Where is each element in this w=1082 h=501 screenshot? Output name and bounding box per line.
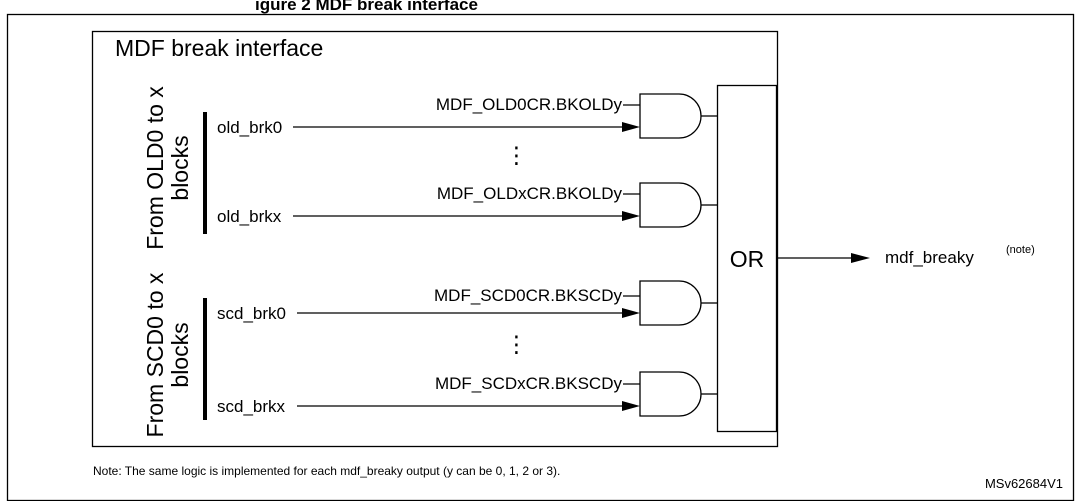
arrow-scd-brkx (622, 401, 640, 411)
old-group-label-line2: blocks (167, 135, 193, 200)
and-gate-scdx (639, 371, 702, 417)
arrow-scd-brk0 (622, 308, 640, 318)
ellipsis-old: ⋮ (505, 142, 528, 168)
arrow-old-brk0 (622, 122, 640, 132)
or-block (716, 84, 778, 433)
ellipsis-scd: ⋮ (505, 331, 528, 357)
figure-caption: igure 2 MDF break interface (255, 0, 478, 14)
enable-old0: MDF_OLD0CR.BKOLDy (436, 95, 623, 114)
block-title: MDF break interface (115, 35, 323, 61)
enable-scd0: MDF_SCD0CR.BKSCDy (434, 286, 622, 305)
or-label: OR (730, 246, 765, 272)
signal-old-brk0: old_brk0 (217, 118, 282, 137)
scd-group-label-line2: blocks (167, 322, 193, 387)
and-gate-scd0 (639, 280, 702, 326)
and-gate-oldx (639, 182, 702, 228)
enable-oldx: MDF_OLDxCR.BKOLDy (437, 184, 623, 203)
signal-old-brkx: old_brkx (217, 207, 282, 226)
enable-scdx: MDF_SCDxCR.BKSCDy (435, 374, 623, 393)
break-interface-block (91, 30, 779, 448)
and-gate-old0 (639, 93, 702, 139)
arrow-old-brkx (622, 211, 640, 221)
output-label: mdf_breaky (885, 248, 974, 267)
signal-scd-brkx: scd_brkx (217, 397, 286, 416)
note-text: Note: The same logic is implemented for … (93, 464, 560, 478)
old-group-label-line1: From OLD0 to x (142, 86, 168, 250)
figure-reference: MSv62684V1 (985, 476, 1063, 491)
arrow-output (851, 253, 870, 263)
signal-scd-brk0: scd_brk0 (217, 304, 286, 323)
scd-group-label-line1: From SCD0 to x (142, 272, 168, 437)
output-superscript: (note) (1006, 244, 1035, 256)
